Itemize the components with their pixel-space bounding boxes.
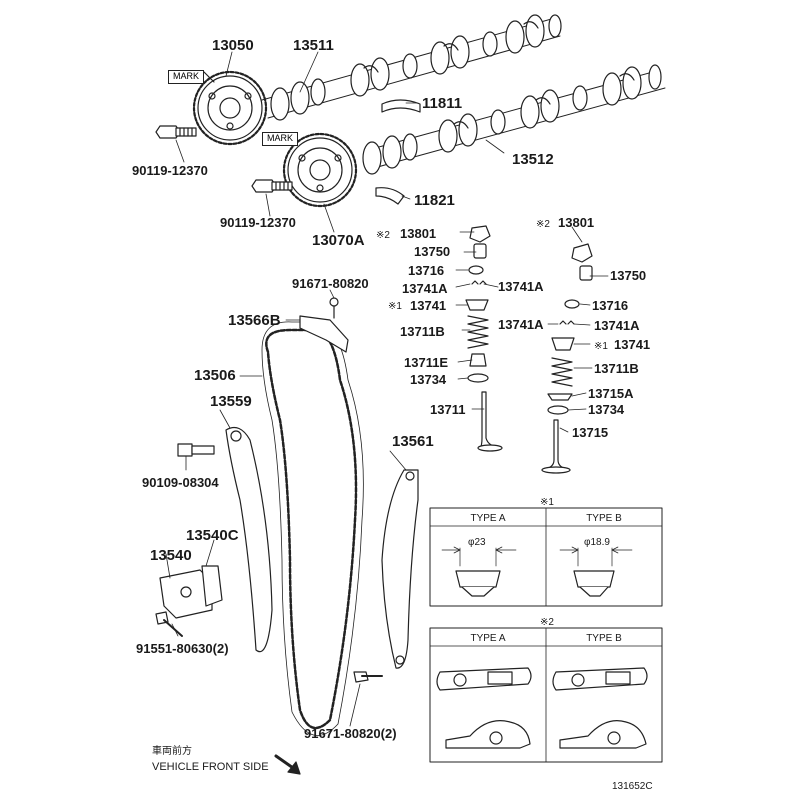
part-label-91551[interactable]: 91551-80630(2) [136, 641, 229, 656]
valve-train-left [465, 225, 503, 452]
timing-chain-13506 [261, 321, 364, 736]
box1-dim-a: φ23 [468, 537, 486, 548]
bolt-90109 [177, 443, 215, 457]
bolt-91551 [155, 611, 183, 637]
bearing-11821 [375, 187, 405, 205]
part-label-13801-b[interactable]: 13801 [558, 215, 595, 230]
part-label-13741-b[interactable]: 13741 [614, 337, 651, 352]
part-label-13050[interactable]: 13050 [212, 37, 254, 54]
camshaft-13512 [362, 64, 666, 175]
tensioner-arm-13559 [225, 427, 273, 653]
sprocket-13050 [192, 70, 268, 146]
chain-guide-13566B [299, 297, 349, 353]
part-label-13715[interactable]: 13715 [572, 425, 609, 440]
leader-lines [165, 51, 609, 727]
part-label-13711B-a[interactable]: 13711B [400, 324, 445, 339]
camshaft-13511 [261, 14, 562, 121]
part-label-13716-a[interactable]: 13716 [408, 263, 445, 278]
part-label-13741A-b[interactable]: 13741A [498, 279, 544, 294]
box-note2 [429, 627, 663, 763]
box2-type-a: TYPE A [470, 633, 506, 644]
part-label-90119-b[interactable]: 90119-12370 [220, 215, 296, 230]
part-label-13716-b[interactable]: 13716 [592, 298, 629, 313]
part-label-13506[interactable]: 13506 [194, 367, 236, 384]
bolt-90119-a [155, 125, 197, 139]
box-note1 [429, 507, 663, 607]
part-label-91671-b[interactable]: 91671-80820(2) [304, 726, 397, 741]
front-side-jp: 車両前方 [152, 746, 192, 757]
box2-type-b: TYPE B [586, 633, 622, 644]
part-label-13561[interactable]: 13561 [392, 433, 434, 450]
part-label-13511[interactable]: 13511 [293, 37, 334, 54]
part-label-13734-b[interactable]: 13734 [588, 402, 625, 417]
part-label-91671-a[interactable]: 91671-80820 [292, 276, 369, 291]
part-label-13741A-a[interactable]: 13741A [402, 281, 448, 296]
part-label-11821[interactable]: 11821 [414, 192, 455, 209]
part-label-13711B-b[interactable]: 13711B [594, 361, 639, 376]
box1-dim-b: φ18.9 [584, 537, 610, 548]
part-label-13070A[interactable]: 13070A [312, 232, 365, 249]
part-label-13801-a[interactable]: 13801 [400, 226, 437, 241]
part-label-13540C[interactable]: 13540C [186, 527, 239, 544]
mark-label-b: MARK [262, 132, 299, 146]
part-label-13559[interactable]: 13559 [210, 393, 252, 410]
note1-mark-b: ※1 [594, 341, 608, 352]
mark-label-a: MARK [168, 70, 205, 84]
front-arrow [274, 754, 301, 775]
part-label-13512[interactable]: 13512 [512, 151, 554, 168]
box1-type-b: TYPE B [586, 513, 622, 524]
bolt-91671-bottom [353, 671, 383, 683]
part-label-11811[interactable]: 11811 [422, 95, 463, 112]
part-label-13540[interactable]: 13540 [150, 547, 192, 564]
part-label-13715A[interactable]: 13715A [588, 386, 634, 401]
part-label-13750-b[interactable]: 13750 [610, 268, 647, 283]
part-label-13566B[interactable]: 13566B [228, 312, 281, 329]
part-label-13741-a[interactable]: 13741 [410, 298, 447, 313]
box1-type-a: TYPE A [470, 513, 506, 524]
part-label-13741A-c[interactable]: 13741A [498, 317, 544, 332]
part-label-90109[interactable]: 90109-08304 [142, 475, 219, 490]
tensioner-13540 [159, 565, 223, 619]
bearing-11811 [381, 99, 421, 113]
part-label-13734-a[interactable]: 13734 [410, 372, 447, 387]
sprocket-13070A [282, 132, 358, 208]
figure-code: 131652C [612, 781, 653, 792]
bolt-90119-b [251, 179, 293, 193]
box2-note-mark: ※2 [540, 617, 554, 628]
note2-mark-b: ※2 [536, 219, 550, 230]
part-label-13741A-d[interactable]: 13741A [594, 318, 640, 333]
chain-guide-13561 [381, 469, 419, 669]
part-label-13750-a[interactable]: 13750 [414, 244, 451, 259]
part-label-90119-a[interactable]: 90119-12370 [132, 163, 208, 178]
note2-mark-a: ※2 [376, 230, 390, 241]
box1-note-mark: ※1 [540, 497, 554, 508]
front-side-en: VEHICLE FRONT SIDE [152, 761, 269, 773]
part-label-13711[interactable]: 13711 [430, 402, 466, 417]
part-label-13711E[interactable]: 13711E [404, 355, 449, 370]
note1-mark-a: ※1 [388, 301, 402, 312]
